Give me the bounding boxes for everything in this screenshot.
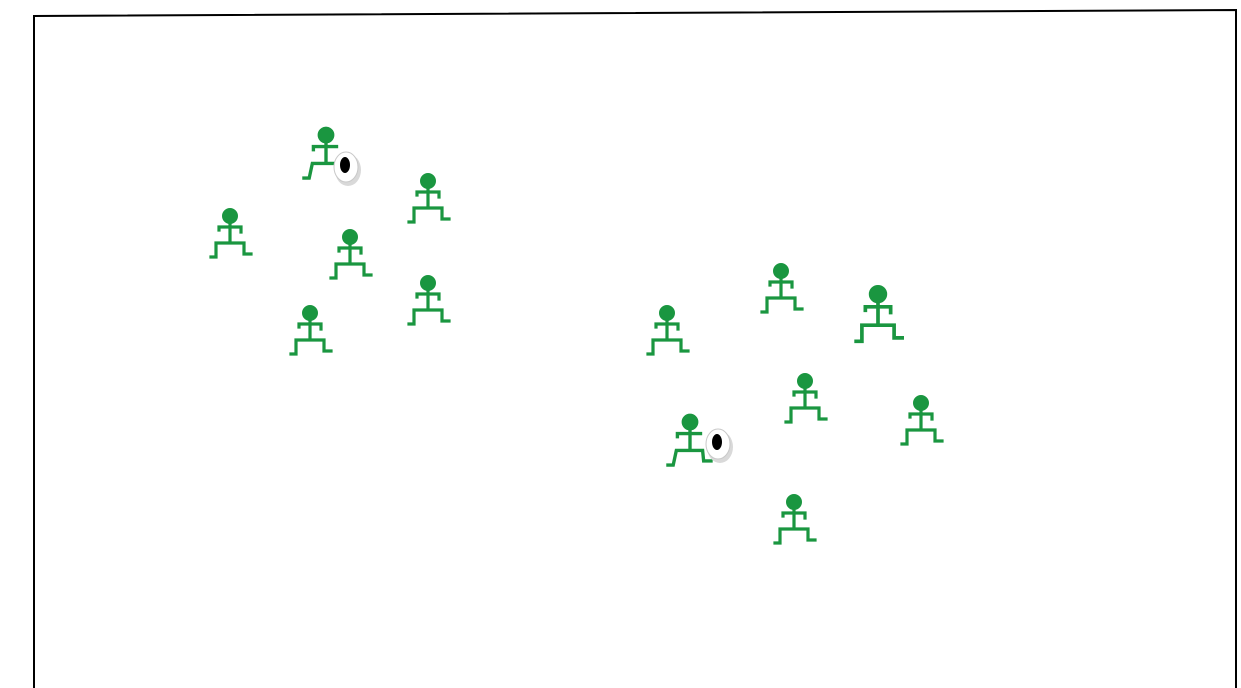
player-figure [211,209,251,258]
player-figure [668,414,711,465]
player-figure [856,286,902,342]
left-group [211,127,449,354]
ball-icon [706,429,733,463]
player-figure [331,230,371,279]
player-figure [775,495,815,544]
player-figure [291,306,331,355]
player-figure [409,276,449,325]
player-figure [648,306,688,355]
ball-icon [334,152,361,186]
frame-border [34,10,1236,688]
player-figure [762,264,802,313]
right-group [648,264,942,544]
player-figure [786,374,826,423]
player-figure [902,396,942,445]
player-figure [409,174,449,223]
